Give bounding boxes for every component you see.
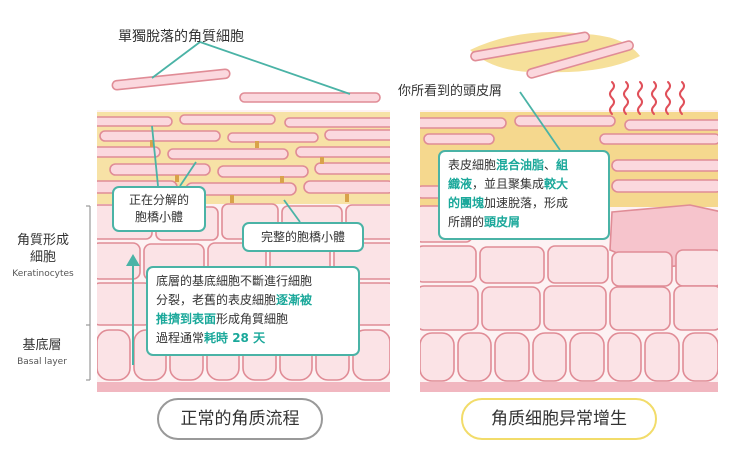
dandruff-l1c: 、 [544,158,557,172]
dandruff-skin-panel [420,110,718,392]
dandruff-formation-callout: 表皮細胞混合油脂、組 織液，並且聚集成較大 的團塊加速脫落，形成 所謂的頭皮屑 [438,150,610,240]
shed-flake [239,92,381,103]
dandruff-l2c: 較大 [544,177,569,191]
shedding-flakes-left [111,68,381,103]
dandruff-l3a: 的團塊 [448,196,485,210]
wavy-line [679,81,685,115]
intact-text: 完整的胞橋小體 [260,230,345,244]
wavy-line [651,81,657,115]
keratinocytes-en: Keratinocytes [12,269,74,279]
dandruff-line4: 所謂的頭皮屑 [448,213,600,232]
process-line4: 過程通常耗時 28 天 [156,329,350,348]
dandruff-l4b: 頭皮屑 [484,215,521,229]
basal-en: Basal layer [17,357,67,367]
keratinocytes-label: 角質形成 細胞 Keratinocytes [8,232,78,283]
basal-cells-right [420,332,718,382]
upward-arrow [126,254,140,365]
dandruff-line1: 表皮細胞混合油脂、組 [448,156,600,175]
decomposing-line1: 正在分解的 [128,193,189,207]
intact-desmosome-callout: 完整的胞橋小體 [242,222,364,252]
dandruff-line2: 織液，並且聚集成較大 [448,175,600,194]
desmosome-dots-left [150,140,349,203]
basal-process-callout: 底層的基底細胞不斷進行細胞 分裂，老舊的表皮細胞逐漸被 推擠到表面形成角質細胞 … [146,266,360,356]
process-line2: 分裂，老舊的表皮細胞逐漸被 [156,291,350,310]
process-line1: 底層的基底細胞不斷進行細胞 [156,274,313,288]
dandruff-l1a: 表皮細胞 [448,158,497,172]
leader-lines [151,41,561,223]
decomposing-line2: 胞橋小體 [134,210,183,224]
dandruff-l2a: 織液 [448,177,473,191]
keratinocytes-zh-line1: 角質形成 [16,233,69,248]
dandruff-l4a: 所謂的 [448,215,485,229]
dandruff-flake [526,40,634,79]
shed-flake [111,68,231,91]
wavy-line [623,81,629,115]
process-l4b: 耗時 28 天 [204,331,266,345]
wavy-line [609,81,615,115]
basal-layer-label: 基底層 Basal layer [12,338,72,370]
process-l2a: 分裂，老舊的表皮細胞 [156,293,277,307]
dandruff-flake [470,31,591,62]
process-line3: 推擠到表面形成角質細胞 [156,310,350,329]
process-l3b: 形成角質細胞 [216,312,289,326]
visible-dandruff-label: 你所看到的頭皮屑 [398,84,503,99]
dandruff-l1b: 混合油脂 [496,158,545,172]
decomposing-desmosome-callout: 正在分解的 胞橋小體 [112,186,206,232]
wavy-line [665,81,671,115]
dandruff-l1d: 組 [556,158,569,172]
itch-wavy-lines [609,81,685,115]
dandruff-clump [470,31,640,79]
keratinocyte-cells-right [420,204,718,331]
basal-zh: 基底層 [22,338,62,353]
process-l2b: 逐漸被 [276,293,313,307]
normal-process-caption: 正常的角质流程 [157,398,323,440]
shedding-cells-label: 單獨脫落的角質細胞 [118,29,244,45]
dandruff-line3: 的團塊加速脫落，形成 [448,194,600,213]
process-l4a: 過程通常 [156,331,205,345]
process-l3a: 推擠到表面 [156,312,217,326]
layer-bracket [86,205,91,381]
dandruff-l2b: ，並且聚集成 [472,177,545,191]
keratinocytes-zh-line2: 細胞 [29,250,56,265]
abnormal-proliferation-caption: 角质细胞异常增生 [461,398,657,440]
wavy-line [637,81,643,115]
dandruff-l3b: 加速脫落，形成 [484,196,569,210]
